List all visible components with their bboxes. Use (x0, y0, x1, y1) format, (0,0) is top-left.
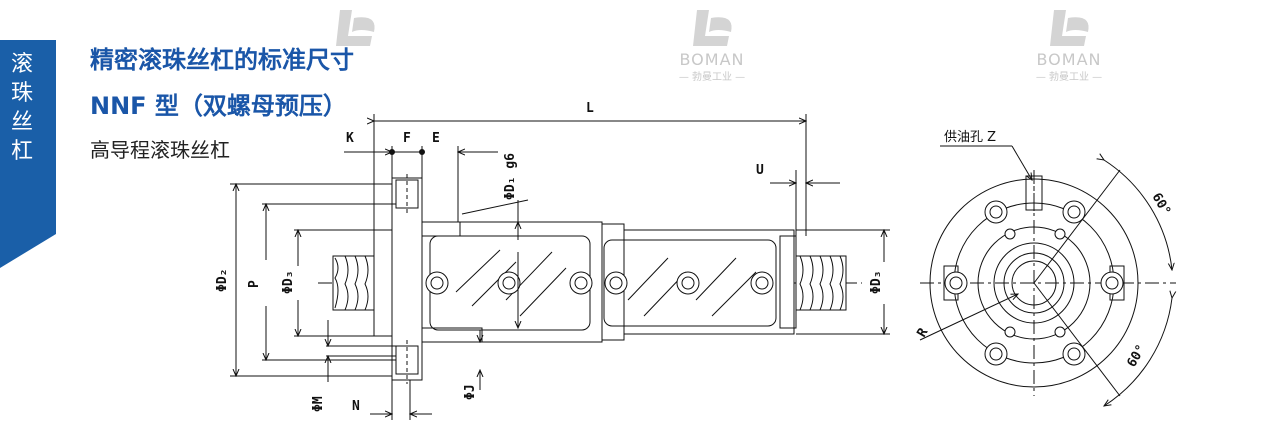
side-char: 杠 (10, 139, 33, 164)
watermark-sub: — 勃曼工业 — (678, 72, 746, 83)
label-R: R (914, 326, 931, 340)
side-tab-text: 滚 珠 丝 杠 (0, 50, 44, 166)
label-oil-hole: 供油孔 Z (944, 130, 996, 145)
screw-thread-right (795, 255, 847, 311)
screw-thread-left (332, 255, 382, 311)
boman-logo-icon (336, 10, 375, 46)
watermark-sub: — 勃曼工业 — (1035, 72, 1103, 83)
label-F: F (403, 131, 411, 146)
side-char: 珠 (10, 81, 33, 106)
label-N: N (352, 399, 360, 414)
watermark-logo: BOMAN — 勃曼工业 — (1014, 6, 1124, 83)
watermark-logo: BOMAN — 勃曼工业 — (657, 6, 767, 83)
page-subtitle: NNF 型（双螺母预压） (90, 92, 347, 120)
label-angle-top: 60° (1149, 191, 1174, 219)
nut-end-view (919, 145, 1176, 406)
boman-logo-icon (1050, 10, 1089, 46)
label-D1g6: ΦD₁ g6 (503, 153, 518, 200)
page-title: 精密滚珠丝杠的标准尺寸 (90, 46, 354, 74)
boman-logo-icon (693, 10, 732, 46)
watermark-brand: BOMAN (679, 50, 745, 69)
label-D2: ΦD₂ (215, 269, 230, 292)
label-L: L (586, 101, 594, 116)
side-char: 滚 (10, 52, 33, 77)
label-M: ΦM (311, 396, 326, 412)
label-K: K (346, 131, 354, 146)
label-E: E (432, 131, 440, 146)
label-D3-right: ΦD₃ (869, 271, 884, 294)
label-P: P (247, 280, 262, 288)
label-D3-left: ΦD₃ (281, 271, 296, 294)
side-char: 丝 (10, 110, 33, 135)
watermark-brand: BOMAN (1036, 50, 1102, 69)
watermark-logo (300, 6, 410, 76)
side-tab (0, 40, 56, 268)
label-U: U (756, 163, 764, 178)
section-heading: 高导程滚珠丝杠 (90, 138, 230, 162)
label-J: ΦJ (463, 384, 478, 400)
